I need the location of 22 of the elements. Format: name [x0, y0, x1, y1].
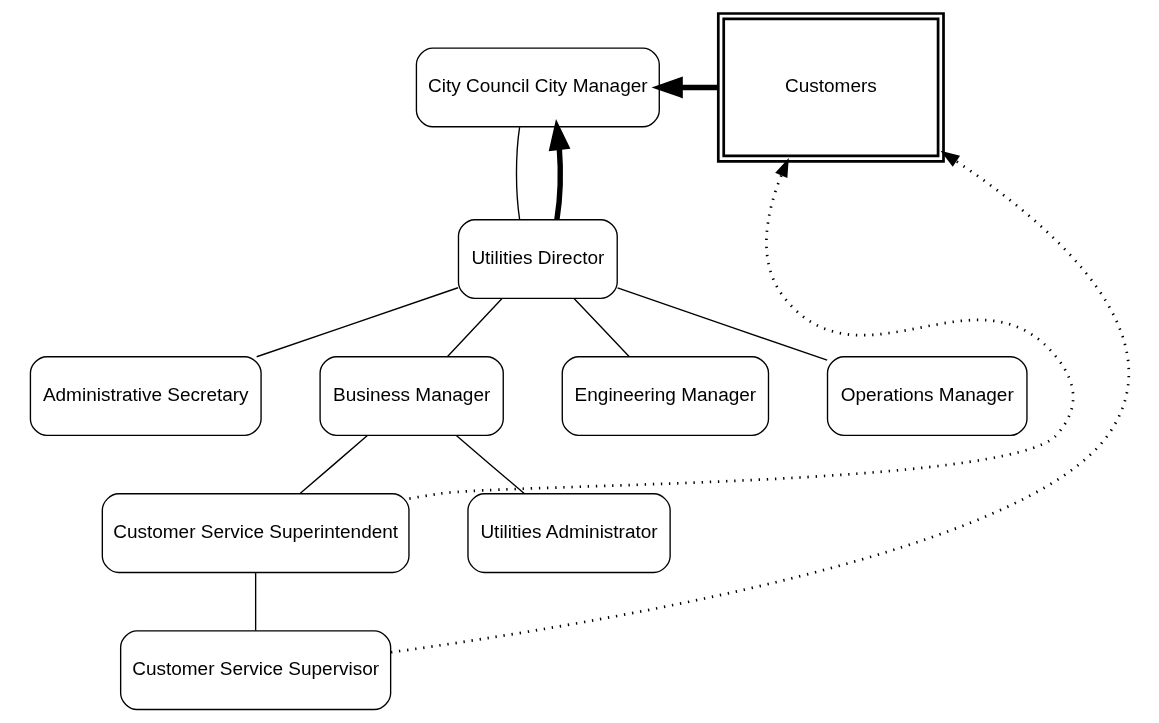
- node-box: Customer Service Superintendent: [101, 493, 410, 574]
- node-box: Customers: [716, 12, 945, 163]
- node-box: Administrative Secretary: [29, 356, 262, 437]
- arrow: [651, 76, 718, 99]
- connector: [254, 571, 256, 632]
- connector: [616, 287, 828, 361]
- connector: [255, 287, 459, 358]
- arrow: [548, 118, 570, 220]
- arrow: [408, 158, 1074, 500]
- node-box: Customer Service Supervisor: [119, 630, 391, 711]
- connector: [515, 126, 520, 221]
- node-box: Utilities Administrator: [466, 493, 671, 574]
- arrow: [390, 150, 1129, 654]
- connector: [298, 434, 368, 495]
- node-box: Utilities Director: [457, 219, 618, 300]
- node-box: Business Manager: [318, 356, 504, 437]
- connector: [455, 434, 525, 495]
- node-box: City Council City Manager: [415, 47, 660, 128]
- connector: [446, 297, 503, 358]
- node-box: Operations Manager: [826, 356, 1028, 437]
- connector: [572, 297, 630, 358]
- node-box: Engineering Manager: [561, 356, 769, 437]
